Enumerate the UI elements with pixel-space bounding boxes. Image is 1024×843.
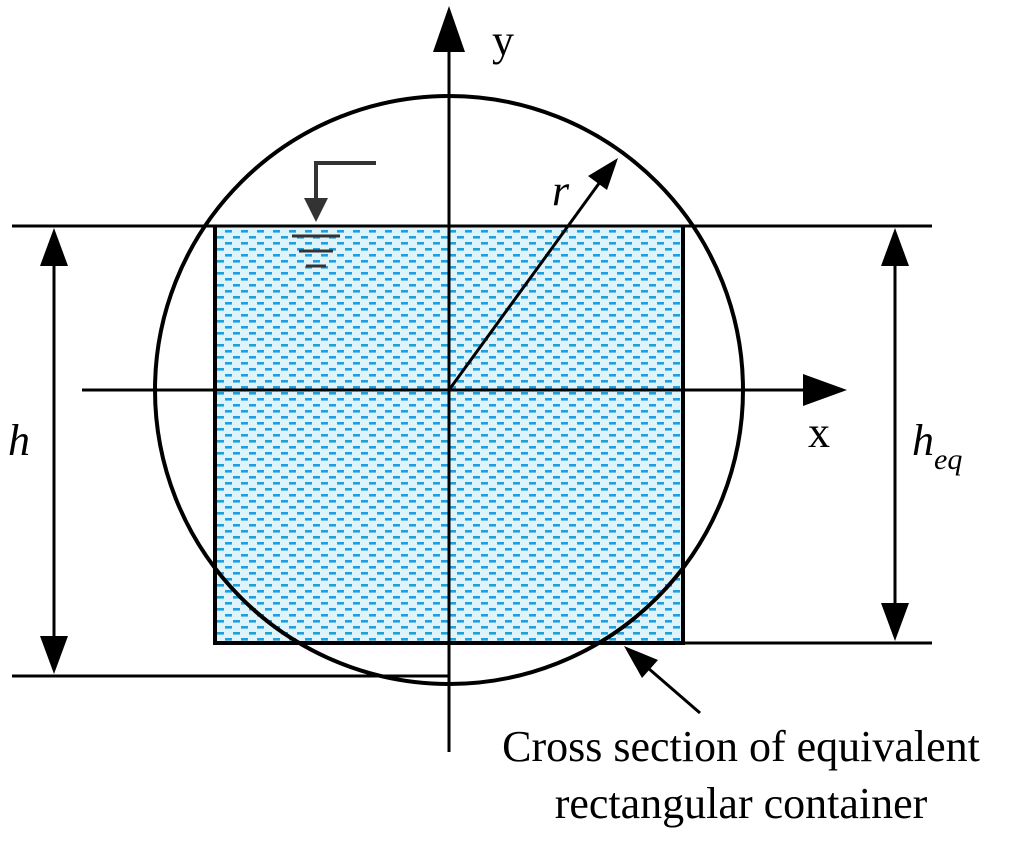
equivalent-height-dimension-arrow bbox=[881, 228, 909, 641]
y-axis-arrowhead bbox=[433, 6, 465, 52]
x-axis-label: x bbox=[808, 408, 830, 457]
y-axis-label: y bbox=[492, 16, 514, 65]
x-axis bbox=[82, 374, 847, 406]
height-dimension-arrow bbox=[40, 228, 68, 674]
height-label: h bbox=[8, 416, 30, 465]
water-level-symbol-icon bbox=[292, 161, 376, 268]
callout-arrow bbox=[624, 646, 701, 715]
radius-arrow bbox=[447, 158, 618, 391]
callout-text-line2: rectangular container bbox=[555, 779, 928, 828]
equivalent-height-label: heq bbox=[912, 416, 962, 476]
callout-text-line1: Cross section of equivalent bbox=[502, 722, 980, 771]
y-axis bbox=[433, 6, 465, 752]
radius-label: r bbox=[552, 166, 570, 215]
equivalent-height-subscript: eq bbox=[934, 443, 962, 476]
x-axis-arrowhead bbox=[803, 374, 847, 406]
